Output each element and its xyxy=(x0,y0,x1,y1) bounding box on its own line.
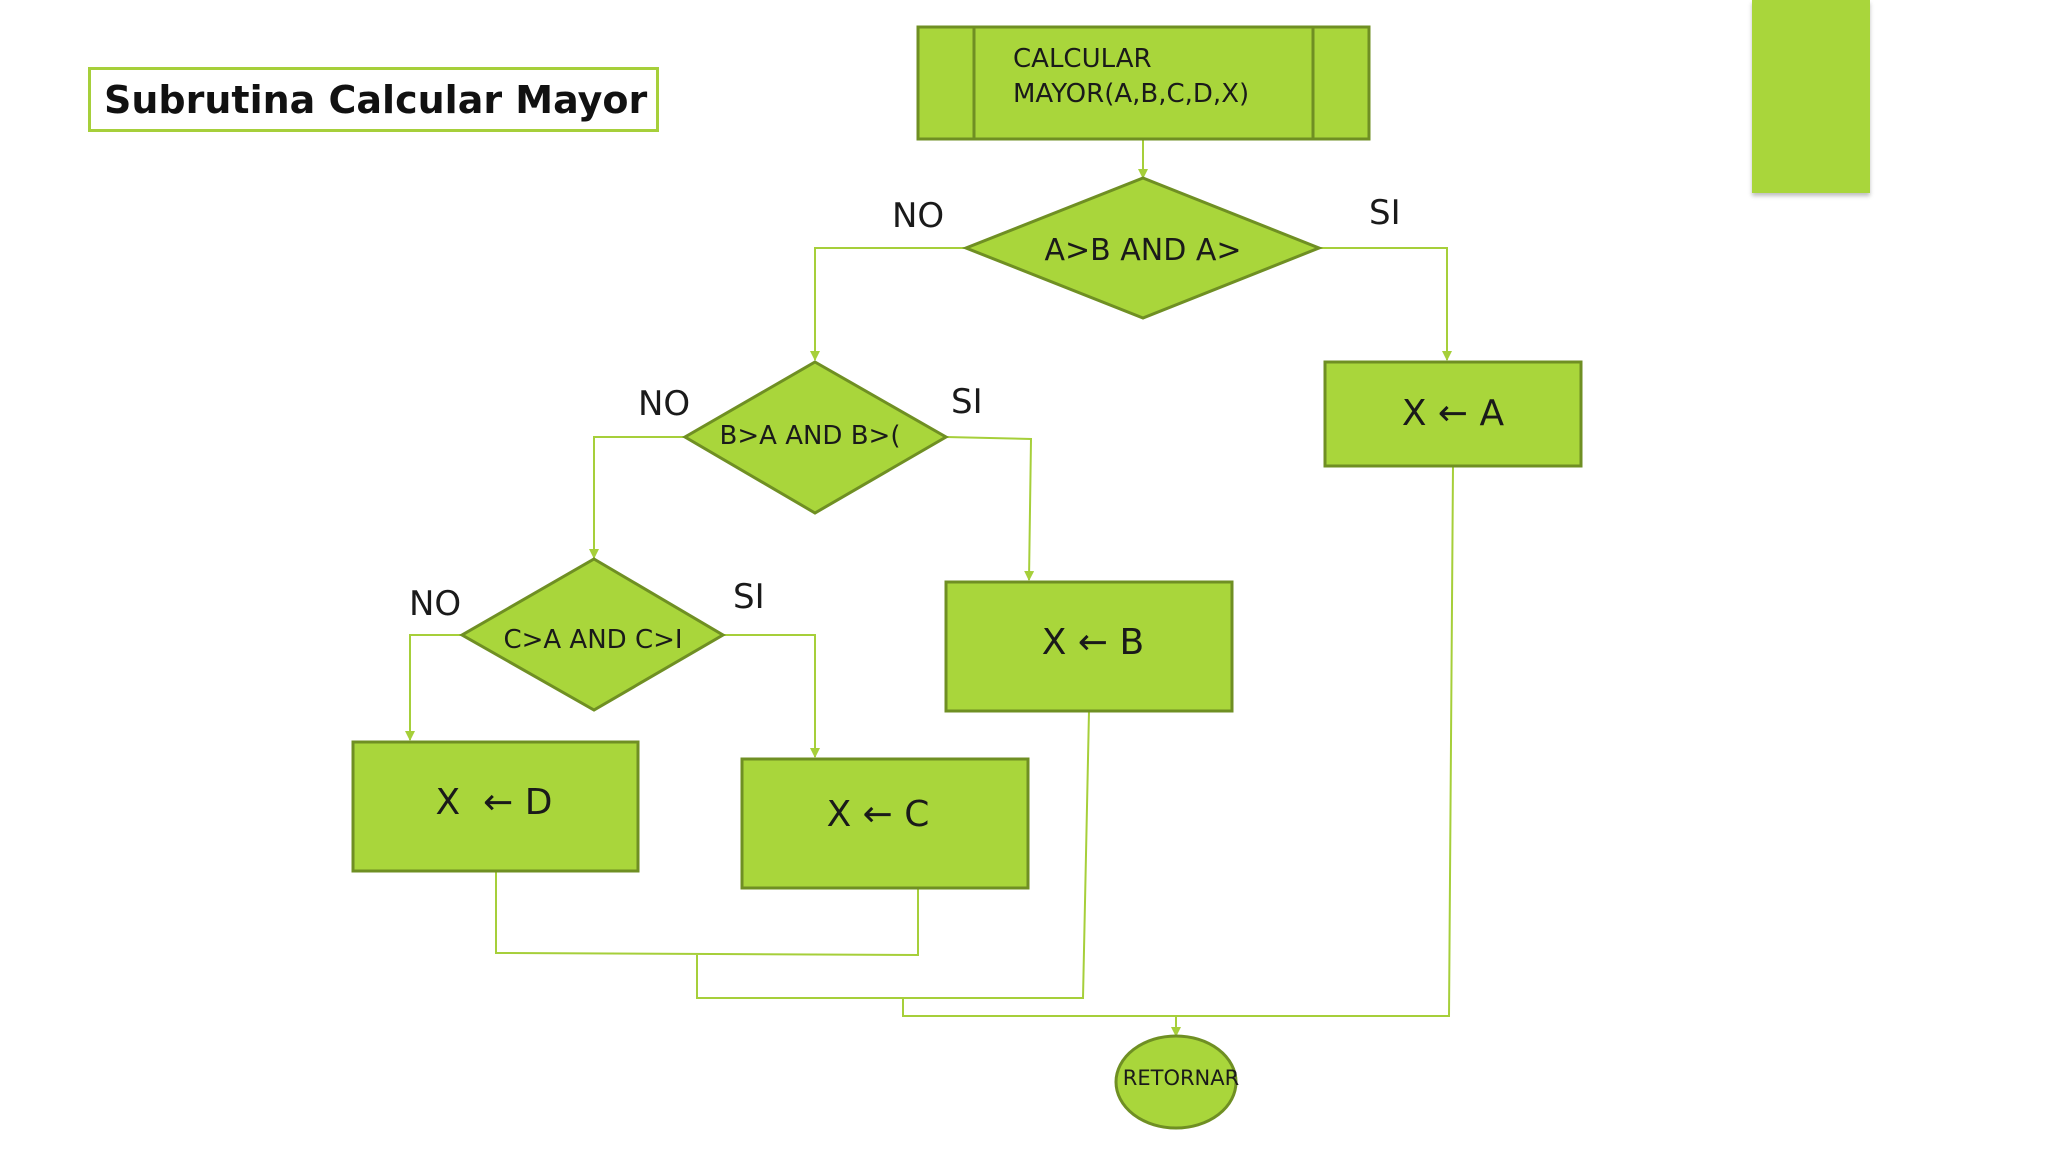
d1-no-label: NO xyxy=(892,196,944,236)
connector-dc-to-b-merge xyxy=(696,710,1090,999)
connector-d3-si xyxy=(723,634,820,758)
assign-d-label: X ← D xyxy=(436,782,553,823)
assign-a: X ← A xyxy=(1323,360,1583,468)
d2-si-label: SI xyxy=(951,382,983,422)
d2-no-label: NO xyxy=(638,384,690,424)
decision-2: B>A AND B>( xyxy=(682,360,950,515)
title-box: Subrutina Calcular Mayor xyxy=(88,67,659,132)
decision-3-label: C>A AND C>I xyxy=(503,625,682,655)
assign-b-label: X ← B xyxy=(1042,622,1144,663)
assign-d: X ← D xyxy=(351,740,640,873)
connectors xyxy=(405,140,1454,1037)
decision-2-label: B>A AND B>( xyxy=(720,421,901,451)
connector-d2-si xyxy=(945,436,1035,581)
end-label: RETORNAR xyxy=(1123,1066,1239,1090)
decision-1-label: A>B AND A> xyxy=(1044,233,1241,268)
assign-a-label: X ← A xyxy=(1402,393,1505,434)
start-subroutine: CALCULAR MAYOR(A,B,C,D,X) xyxy=(916,25,1371,141)
assign-c: X ← C xyxy=(740,757,1030,890)
connector-all-to-a-merge xyxy=(902,465,1454,1017)
connector-d-c-merge xyxy=(495,871,919,957)
accent-block xyxy=(1752,0,1870,193)
assign-b: X ← B xyxy=(944,580,1234,713)
end-terminal: RETORNAR xyxy=(1114,1034,1239,1130)
page-title: Subrutina Calcular Mayor xyxy=(104,77,648,122)
decision-1: A>B AND A> xyxy=(961,176,1324,320)
connector-d2-no xyxy=(589,436,685,559)
d1-si-label: SI xyxy=(1369,193,1401,233)
decision-3: C>A AND C>I xyxy=(458,557,726,712)
d3-si-label: SI xyxy=(733,577,765,617)
connector-d1-si xyxy=(1319,247,1452,361)
connector-d1-no xyxy=(810,247,966,361)
assign-c-label: X ← C xyxy=(827,794,930,835)
start-label-line1: CALCULAR xyxy=(1013,44,1152,74)
connector-d3-no xyxy=(405,634,462,741)
start-label-line2: MAYOR(A,B,C,D,X) xyxy=(1013,79,1249,109)
d3-no-label: NO xyxy=(409,584,461,624)
